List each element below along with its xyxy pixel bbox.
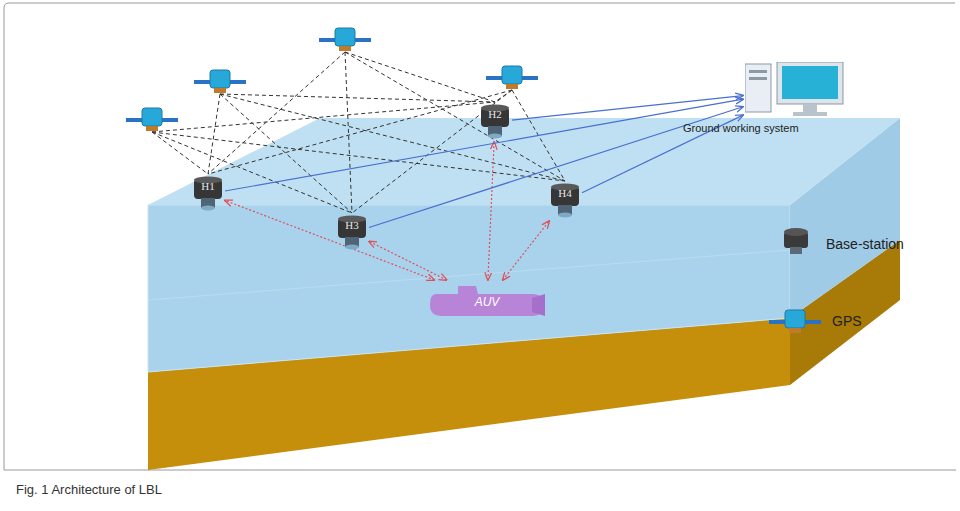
station-label: H4 — [550, 187, 580, 199]
gps-signal-line — [220, 94, 565, 181]
gps-satellite — [126, 108, 178, 131]
station-label: H2 — [480, 108, 510, 120]
solar-panel — [486, 76, 502, 80]
water-front — [148, 205, 790, 372]
transducer-face — [558, 213, 572, 218]
gps-legend-icon — [769, 310, 821, 333]
auv-label: AUV — [428, 295, 546, 309]
gps-satellite — [194, 70, 246, 93]
gps-satellites — [126, 28, 538, 131]
auv-tail — [532, 294, 545, 316]
satellite-body — [785, 310, 805, 328]
acoustic-link — [488, 142, 494, 280]
base-station-legend-icon — [784, 228, 808, 254]
solar-panel — [194, 80, 210, 84]
satellite-antenna — [506, 84, 518, 89]
gps-signal-line — [220, 94, 352, 213]
gps-signal-line — [345, 52, 565, 181]
solar-panel — [230, 80, 246, 84]
transducer-face — [201, 206, 215, 211]
data-link — [225, 99, 743, 191]
water-shading — [148, 250, 790, 300]
gps-signal-line — [345, 52, 495, 102]
satellite-body — [142, 108, 162, 126]
solar-panel — [355, 38, 371, 42]
water-edge — [148, 205, 790, 372]
solar-panel — [126, 118, 142, 122]
satellite-antenna — [146, 126, 158, 131]
solar-panel — [522, 76, 538, 80]
legend-text: GPS — [832, 313, 862, 329]
auv-tower — [458, 286, 478, 294]
drive-slot — [749, 77, 767, 80]
monitor-stand — [803, 104, 817, 112]
solar-panel — [319, 38, 335, 42]
gps-signal-line — [152, 132, 565, 181]
gps-signal-line — [152, 102, 495, 132]
gps-signal-line — [345, 52, 352, 213]
transducer-face — [345, 245, 359, 250]
satellite-body — [335, 28, 355, 46]
gps-signal-line — [220, 94, 495, 102]
satellite-antenna — [339, 46, 351, 51]
data-link — [512, 96, 743, 121]
gps-signal-line — [208, 90, 512, 174]
computer-tower — [745, 64, 771, 112]
gps-signal-line — [152, 132, 208, 174]
system-label: Ground working system — [683, 122, 799, 134]
gps-signal-line — [208, 94, 220, 174]
monitor-screen — [782, 66, 838, 99]
frame-line — [4, 470, 956, 471]
water-surface — [148, 118, 900, 205]
gps-satellite — [769, 310, 821, 333]
satellite-antenna — [214, 88, 226, 93]
drive-slot — [749, 70, 767, 73]
legend-text: Base-station — [826, 236, 904, 252]
satellite-body — [502, 66, 522, 84]
satellite-body — [210, 70, 230, 88]
gps-signal-lines — [152, 52, 565, 213]
station-label: H1 — [193, 180, 223, 192]
acoustic-link — [503, 221, 549, 280]
gps-signal-line — [208, 52, 345, 174]
monitor-frame — [777, 62, 843, 104]
solar-panel — [805, 320, 821, 324]
gps-satellite — [319, 28, 371, 51]
monitor-base — [793, 112, 827, 116]
solar-panel — [162, 118, 178, 122]
gps-satellite — [486, 66, 538, 89]
station-label: H3 — [337, 219, 367, 231]
computer-icon — [745, 62, 845, 118]
acoustic-link — [225, 200, 434, 280]
acoustic-link — [369, 241, 447, 280]
solar-panel — [769, 320, 785, 324]
transducer-face — [488, 134, 502, 139]
figure-caption: Fig. 1 Architecture of LBL — [16, 482, 162, 497]
figure-frame — [4, 3, 955, 470]
satellite-antenna — [789, 328, 801, 333]
gps-signal-line — [352, 90, 512, 213]
